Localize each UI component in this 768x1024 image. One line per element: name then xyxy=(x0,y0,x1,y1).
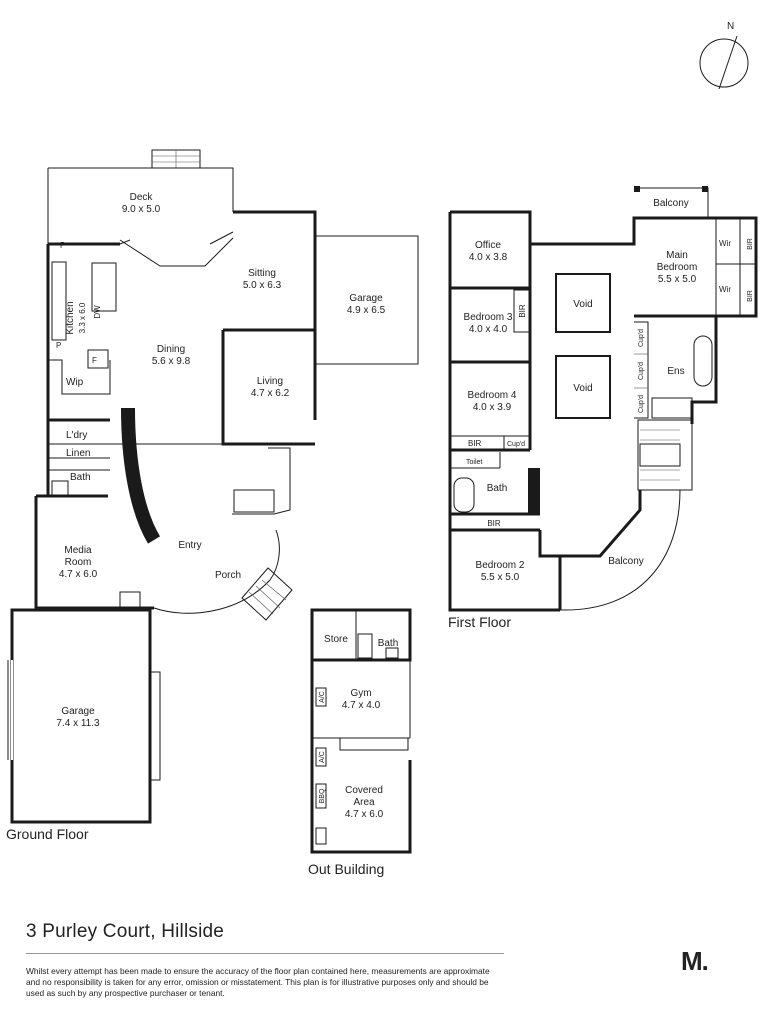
dishwasher-label: DW xyxy=(93,305,102,319)
wir-label-1: Wir xyxy=(719,239,731,248)
cupboard-label-1: Cup'd xyxy=(507,441,525,448)
bir-label-4: BIR xyxy=(747,238,754,250)
office-size: 4.0 x 3.8 xyxy=(469,252,508,263)
covered-area-label-2: Area xyxy=(353,797,375,808)
cupboard-label-4: Cup'd xyxy=(638,395,645,413)
living-label: Living xyxy=(257,376,283,387)
porch-label: Porch xyxy=(215,570,241,581)
toilet-label: Toilet xyxy=(466,459,482,466)
gym-size: 4.7 x 4.0 xyxy=(342,700,381,711)
brand-logo: M. xyxy=(681,946,709,976)
top-balcony-label: Balcony xyxy=(653,198,689,209)
office-label: Office xyxy=(475,240,501,251)
bedroom3-size: 4.0 x 4.0 xyxy=(469,324,508,335)
media-room-label-2: Room xyxy=(65,557,92,568)
bir-label-3: BIR xyxy=(487,519,501,528)
ground-floor-title: Ground Floor xyxy=(6,826,89,842)
wip-label: Wip xyxy=(66,377,84,388)
pantry-label-2: P xyxy=(56,341,61,350)
main-bedroom-label-2: Bedroom xyxy=(657,262,698,273)
compass-north-label: N xyxy=(727,21,734,32)
sitting-size: 5.0 x 6.3 xyxy=(243,280,282,291)
bir-label-1: BIR xyxy=(518,304,527,318)
main-bedroom-label-1: Main xyxy=(666,250,688,261)
first-bath-label: Bath xyxy=(487,483,508,494)
kitchen-label: Kitchen xyxy=(65,301,76,334)
media-room-size: 4.7 x 6.0 xyxy=(59,569,98,580)
pantry-label-1: P xyxy=(60,241,65,250)
deck-label: Deck xyxy=(130,192,154,203)
garage-large-label: Garage xyxy=(61,706,95,717)
curved-balcony-label: Balcony xyxy=(608,556,644,567)
void-label-2: Void xyxy=(573,383,592,394)
dining-label: Dining xyxy=(157,344,185,355)
living-size: 4.7 x 6.2 xyxy=(251,388,290,399)
entry-label: Entry xyxy=(178,540,201,551)
ac-label-2: A/C xyxy=(319,751,326,763)
bir-label-2: BIR xyxy=(468,439,482,448)
ground-floor-plan: P P Kitchen 3.3 x 6.0 DW Wip F Dining 5.… xyxy=(6,149,419,842)
main-bedroom-size: 5.5 x 5.0 xyxy=(658,274,697,285)
bedroom4-label: Bedroom 4 xyxy=(468,390,517,401)
covered-area-label-1: Covered xyxy=(345,785,383,796)
first-floor-title: First Floor xyxy=(448,614,511,630)
void-label-1: Void xyxy=(573,299,592,310)
kitchen-size: 3.3 x 6.0 xyxy=(78,302,87,333)
cupboard-label: C xyxy=(130,431,136,440)
ac-label-1: A/C xyxy=(319,691,326,703)
outbuilding-plan: Store Bath A/C A/C BBQ Gym 4.7 x 4.0 Cov… xyxy=(308,608,412,877)
out-bath-label: Bath xyxy=(378,638,399,649)
garage-small-label: Garage xyxy=(349,293,383,304)
ground-bath-label: Bath xyxy=(70,472,91,483)
gym-label: Gym xyxy=(350,688,371,699)
first-floor-plan: Balcony BIR Office 4.0 x 3.8 Bedroom 3 4… xyxy=(448,186,758,630)
store-label: Store xyxy=(324,634,348,645)
bbq-label: BBQ xyxy=(319,788,326,803)
bedroom2-label: Bedroom 2 xyxy=(476,560,525,571)
bedroom2-size: 5.5 x 5.0 xyxy=(481,572,520,583)
bir-label-5: BIR xyxy=(747,290,754,302)
disclaimer-text: Whilst every attempt has been made to en… xyxy=(26,966,490,998)
linen-label: Linen xyxy=(66,448,90,459)
laundry-label: L'dry xyxy=(66,430,87,441)
property-address: 3 Purley Court, Hillside xyxy=(26,921,225,942)
garage-large-size: 7.4 x 11.3 xyxy=(56,718,100,729)
fridge-label: F xyxy=(92,356,97,365)
garage-small-size: 4.9 x 6.5 xyxy=(347,305,386,316)
compass-icon: N xyxy=(699,21,749,90)
ensuite-label: Ens xyxy=(667,366,684,377)
bedroom3-label: Bedroom 3 xyxy=(464,312,513,323)
cupboard-label-2: Cup'd xyxy=(638,329,645,347)
covered-area-size: 4.7 x 6.0 xyxy=(345,809,384,820)
dining-size: 5.6 x 9.8 xyxy=(152,356,191,367)
cupboard-label-3: Cup'd xyxy=(638,362,645,380)
media-room-label-1: Media xyxy=(64,545,92,556)
outbuilding-title: Out Building xyxy=(308,861,384,877)
wir-label-2: Wir xyxy=(719,285,731,294)
deck-size: 9.0 x 5.0 xyxy=(122,204,161,215)
sitting-label: Sitting xyxy=(248,268,276,279)
bedroom4-size: 4.0 x 3.9 xyxy=(473,402,512,413)
divider xyxy=(26,953,504,954)
